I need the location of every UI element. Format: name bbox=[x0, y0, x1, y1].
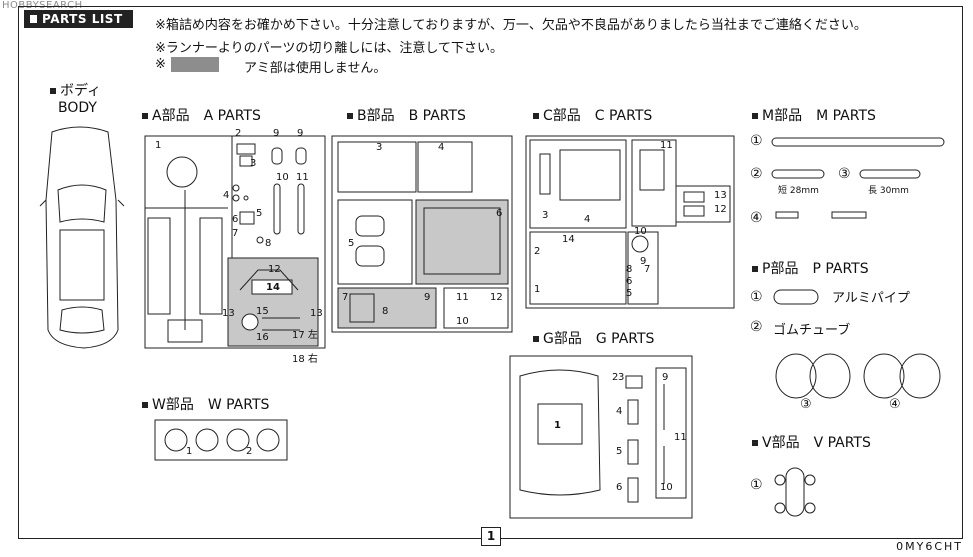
m-long-label: 長 30mm bbox=[868, 186, 909, 196]
section-m-title: M部品 M PARTS bbox=[752, 105, 876, 125]
a-num-14: 14 bbox=[266, 282, 280, 293]
b-num-5: 5 bbox=[348, 238, 355, 249]
a-num-11: 11 bbox=[296, 172, 309, 183]
a-num-12: 12 bbox=[268, 264, 281, 275]
m-circled-4: ④ bbox=[750, 210, 763, 226]
b-num-3: 3 bbox=[376, 142, 383, 153]
a-num-9a: 9 bbox=[273, 128, 280, 139]
c-num-7: 7 bbox=[644, 264, 651, 275]
note-mesh-unused: アミ部は使用しません。 bbox=[244, 61, 387, 76]
b-num-4: 4 bbox=[438, 142, 445, 153]
c-num-3: 3 bbox=[542, 210, 549, 221]
a-num-7: 7 bbox=[232, 228, 239, 239]
a-num-2: 2 bbox=[235, 128, 242, 139]
p-circled-2: ② bbox=[750, 319, 763, 335]
m-circled-3: ③ bbox=[838, 166, 851, 182]
v-circled-1: ① bbox=[750, 477, 763, 493]
g-num-2: 2 bbox=[612, 372, 619, 383]
parts-list-tag: PARTS LIST bbox=[24, 10, 133, 28]
b-num-10: 10 bbox=[456, 316, 469, 327]
g-parts-frame bbox=[509, 355, 693, 519]
c-num-1: 1 bbox=[534, 284, 541, 295]
section-a-title: A部品 A PARTS bbox=[142, 105, 261, 125]
a-num-6: 6 bbox=[232, 214, 239, 225]
v-parts-drawing bbox=[774, 467, 816, 517]
a-num-9b: 9 bbox=[297, 128, 304, 139]
body-drawing bbox=[39, 126, 125, 349]
m-circled-2: ② bbox=[750, 166, 763, 182]
p-item2-label: ゴムチューブ bbox=[773, 323, 851, 338]
section-body-subtitle: BODY bbox=[58, 100, 97, 116]
g-num-6: 6 bbox=[616, 482, 623, 493]
a-parts-frame bbox=[144, 135, 326, 349]
p-parts-drawing bbox=[773, 289, 941, 399]
p-circled-3: ③ bbox=[800, 397, 812, 412]
p-circled-4: ④ bbox=[889, 397, 901, 412]
p-item1-label: アルミパイプ bbox=[832, 291, 910, 306]
a-num-13a: 13 bbox=[222, 308, 235, 319]
section-g-title: G部品 G PARTS bbox=[533, 328, 654, 348]
b-num-8: 8 bbox=[382, 306, 389, 317]
watermark: HOBBYSEARCH bbox=[2, 0, 83, 11]
a-num-10: 10 bbox=[276, 172, 289, 183]
c-num-11: 11 bbox=[660, 140, 673, 151]
w-parts-frame bbox=[154, 419, 288, 461]
c-num-13: 13 bbox=[714, 190, 727, 201]
c-num-9: 9 bbox=[640, 256, 647, 267]
g-num-3: 3 bbox=[618, 372, 625, 383]
w-num-2: 2 bbox=[246, 446, 253, 457]
note-mark: ※ bbox=[155, 57, 166, 72]
section-w-title: W部品 W PARTS bbox=[142, 394, 269, 414]
m-short-label: 短 28mm bbox=[778, 186, 819, 196]
b-num-7: 7 bbox=[342, 292, 349, 303]
section-c-title: C部品 C PARTS bbox=[533, 105, 652, 125]
c-num-12: 12 bbox=[714, 204, 727, 215]
b-num-6: 6 bbox=[496, 208, 503, 219]
a-num-13b: 13 bbox=[310, 308, 323, 319]
product-code: 0MY6CHT bbox=[896, 540, 963, 553]
section-v-title: V部品 V PARTS bbox=[752, 432, 871, 452]
m-circled-1: ① bbox=[750, 133, 763, 149]
w-num-1: 1 bbox=[186, 446, 193, 457]
c-num-5: 5 bbox=[626, 288, 633, 299]
a-num-18: 18 右 bbox=[292, 354, 318, 365]
mesh-swatch bbox=[171, 57, 219, 72]
a-num-4: 4 bbox=[223, 190, 230, 201]
c-num-2: 2 bbox=[534, 246, 541, 257]
a-num-8: 8 bbox=[265, 238, 272, 249]
g-num-10: 10 bbox=[660, 482, 673, 493]
c-num-14: 14 bbox=[562, 234, 575, 245]
a-num-15: 15 bbox=[256, 306, 269, 317]
a-num-3: 3 bbox=[250, 158, 257, 169]
b-num-12: 12 bbox=[490, 292, 503, 303]
b-num-9: 9 bbox=[424, 292, 431, 303]
b-num-11: 11 bbox=[456, 292, 469, 303]
g-num-11: 11 bbox=[674, 432, 687, 443]
c-num-4: 4 bbox=[584, 214, 591, 225]
c-parts-frame bbox=[525, 135, 735, 309]
g-num-4: 4 bbox=[616, 406, 623, 417]
page-number: 1 bbox=[481, 527, 501, 546]
a-num-5: 5 bbox=[256, 208, 263, 219]
g-num-1: 1 bbox=[554, 420, 561, 431]
p-circled-1: ① bbox=[750, 289, 763, 305]
c-num-10: 10 bbox=[634, 226, 647, 237]
b-parts-frame bbox=[331, 135, 513, 333]
section-p-title: P部品 P PARTS bbox=[752, 258, 869, 278]
a-num-16: 16 bbox=[256, 332, 269, 343]
section-body-title: ボディ bbox=[50, 80, 101, 100]
g-num-5: 5 bbox=[616, 446, 623, 457]
g-num-9: 9 bbox=[662, 372, 669, 383]
note-check-contents: ※箱詰め内容をお確かめ下さい。十分注意しておりますが、万一、欠品や不良品がありま… bbox=[155, 18, 867, 33]
a-num-1: 1 bbox=[155, 140, 162, 151]
m-parts-drawing bbox=[771, 137, 945, 219]
c-num-8: 8 bbox=[626, 264, 633, 275]
a-num-17: 17 左 bbox=[292, 330, 318, 341]
section-b-title: B部品 B PARTS bbox=[347, 105, 466, 125]
c-num-6: 6 bbox=[626, 276, 633, 287]
note-cutting: ※ランナーよりのパーツの切り離しには、注意して下さい。 bbox=[155, 41, 503, 56]
